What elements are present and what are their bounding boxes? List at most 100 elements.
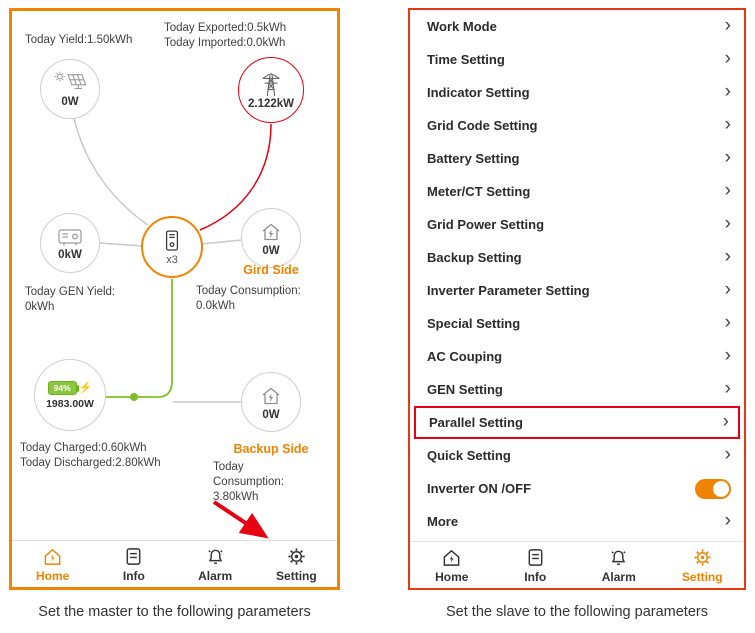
chevron-right-icon: › — [724, 80, 731, 102]
grid-today-labels: Today Exported:0.5kWh Today Imported:0.0… — [164, 21, 286, 51]
settings-screen-panel: Work Mode › Time Setting › Indicator Set… — [408, 8, 746, 590]
grid-node[interactable]: 2.122kW — [238, 57, 304, 123]
chevron-right-icon: › — [724, 179, 731, 201]
menu-item-more[interactable]: More › — [410, 505, 744, 538]
backup-side-power: 0W — [262, 408, 280, 421]
menu-item-label: Inverter ON /OFF — [427, 481, 532, 496]
menu-item-meter-ct-setting[interactable]: Meter/CT Setting › — [410, 175, 744, 208]
info-icon — [126, 547, 141, 565]
nav-setting[interactable]: Setting — [661, 542, 745, 588]
house-icon — [262, 387, 280, 404]
menu-item-label: Inverter Parameter Setting — [427, 283, 590, 298]
nav-alarm[interactable]: Alarm — [577, 542, 661, 588]
battery-today-stats: Today Charged:0.60kWh Today Discharged:2… — [20, 441, 161, 471]
consumption-label: Today — [213, 461, 244, 473]
chevron-right-icon: › — [724, 344, 731, 366]
bottom-nav: Home Info Alarm — [12, 540, 337, 587]
chevron-right-icon: › — [724, 377, 731, 399]
consumption-value: 3.80kWh — [213, 491, 259, 503]
home-icon — [443, 549, 460, 566]
nav-label: Alarm — [198, 568, 233, 583]
consumption-value: 0.0kWh — [196, 300, 235, 312]
home-icon — [44, 548, 61, 565]
menu-item-label: Special Setting — [427, 316, 521, 331]
consumption-label: Consumption: — [213, 476, 284, 488]
alarm-icon — [208, 549, 223, 564]
today-exported-label: Today Exported:0.5kWh — [164, 22, 287, 34]
generator-node[interactable]: 0kW — [40, 213, 100, 273]
solar-node[interactable]: 0W — [40, 59, 100, 119]
menu-item-special-setting[interactable]: Special Setting › — [410, 307, 744, 340]
menu-item-backup-setting[interactable]: Backup Setting › — [410, 241, 744, 274]
backup-side-consumption: Today Consumption: 3.80kWh — [213, 460, 284, 505]
grid-side-node[interactable]: 0W — [241, 208, 301, 268]
nav-info[interactable]: Info — [494, 542, 578, 588]
home-screen-panel: Today Yield:1.50kWh Today Exported:0.5kW… — [9, 8, 340, 590]
menu-item-parallel-setting[interactable]: Parallel Setting › — [414, 406, 740, 439]
menu-item-indicator-setting[interactable]: Indicator Setting › — [410, 76, 744, 109]
chevron-right-icon: › — [724, 278, 731, 300]
menu-item-label: Grid Power Setting — [427, 217, 545, 232]
grid-side-consumption: Today Consumption: 0.0kWh — [196, 284, 301, 314]
today-charged-label: Today Charged:0.60kWh — [20, 442, 147, 454]
menu-item-label: Work Mode — [427, 19, 497, 34]
menu-item-label: Time Setting — [427, 52, 505, 67]
menu-item-label: More — [427, 514, 459, 529]
nav-label: Home — [435, 569, 469, 584]
menu-item-battery-setting[interactable]: Battery Setting › — [410, 142, 744, 175]
menu-item-label: Meter/CT Setting — [427, 184, 531, 199]
nav-info[interactable]: Info — [93, 541, 174, 587]
menu-item-time-setting[interactable]: Time Setting › — [410, 43, 744, 76]
inverter-icon — [165, 229, 179, 251]
menu-item-quick-setting[interactable]: Quick Setting › — [410, 439, 744, 472]
nav-label: Alarm — [601, 569, 636, 584]
menu-item-work-mode[interactable]: Work Mode › — [410, 10, 744, 43]
house-icon — [262, 223, 280, 240]
nav-alarm[interactable]: Alarm — [175, 541, 256, 587]
backup-side-node[interactable]: 0W — [241, 372, 301, 432]
menu-item-ac-couping[interactable]: AC Couping › — [410, 340, 744, 373]
nav-label: Info — [122, 568, 145, 583]
nav-home[interactable]: Home — [410, 542, 494, 588]
today-imported-label: Today Imported:0.0kWh — [164, 37, 286, 49]
menu-item-inverter-on-off[interactable]: Inverter ON /OFF — [410, 472, 744, 505]
generator-power: 0kW — [58, 248, 82, 261]
chevron-right-icon: › — [724, 509, 731, 531]
menu-item-label: Quick Setting — [427, 448, 511, 463]
battery-icon: 94% ⚡ — [47, 380, 92, 395]
menu-item-label: Indicator Setting — [427, 85, 530, 100]
flow-dot — [130, 393, 138, 401]
inverter-node[interactable]: x3 — [141, 216, 203, 278]
battery-power: 1983.00W — [46, 397, 94, 410]
menu-item-grid-power-setting[interactable]: Grid Power Setting › — [410, 208, 744, 241]
backup-side-title: Backup Side — [233, 442, 309, 456]
battery-node[interactable]: 94% ⚡ 1983.00W — [34, 359, 106, 431]
solar-panel-icon — [55, 71, 87, 89]
chevron-right-icon: › — [724, 443, 731, 465]
nav-label: Setting — [276, 568, 317, 583]
today-yield-label: Today Yield:1.50kWh — [25, 34, 133, 46]
chevron-right-icon: › — [724, 113, 731, 135]
inverter-onoff-toggle[interactable] — [695, 478, 731, 499]
red-arrow-annotation — [212, 500, 269, 539]
battery-soc: 94% — [47, 380, 80, 395]
power-grid-icon — [262, 72, 280, 96]
gen-yield: Today GEN Yield: 0kWh — [25, 285, 115, 315]
nav-label: Info — [524, 569, 547, 584]
gen-yield-value: 0kWh — [25, 301, 55, 313]
consumption-label: Today Consumption: — [196, 285, 301, 297]
menu-item-inverter-parameter-setting[interactable]: Inverter Parameter Setting › — [410, 274, 744, 307]
menu-item-gen-setting[interactable]: GEN Setting › — [410, 373, 744, 406]
chevron-right-icon: › — [724, 212, 731, 234]
solar-power: 0W — [61, 95, 79, 108]
menu-item-label: GEN Setting — [427, 382, 503, 397]
chevron-right-icon: › — [724, 311, 731, 333]
grid-side-power: 0W — [262, 244, 280, 257]
energy-flow-lines — [73, 117, 272, 403]
nav-home[interactable]: Home — [12, 541, 93, 587]
today-discharged-label: Today Discharged:2.80kWh — [20, 457, 161, 469]
menu-item-label: Parallel Setting — [429, 415, 523, 430]
gen-yield-label: Today GEN Yield: — [25, 286, 116, 298]
nav-setting[interactable]: Setting — [256, 541, 337, 587]
menu-item-grid-code-setting[interactable]: Grid Code Setting › — [410, 109, 744, 142]
